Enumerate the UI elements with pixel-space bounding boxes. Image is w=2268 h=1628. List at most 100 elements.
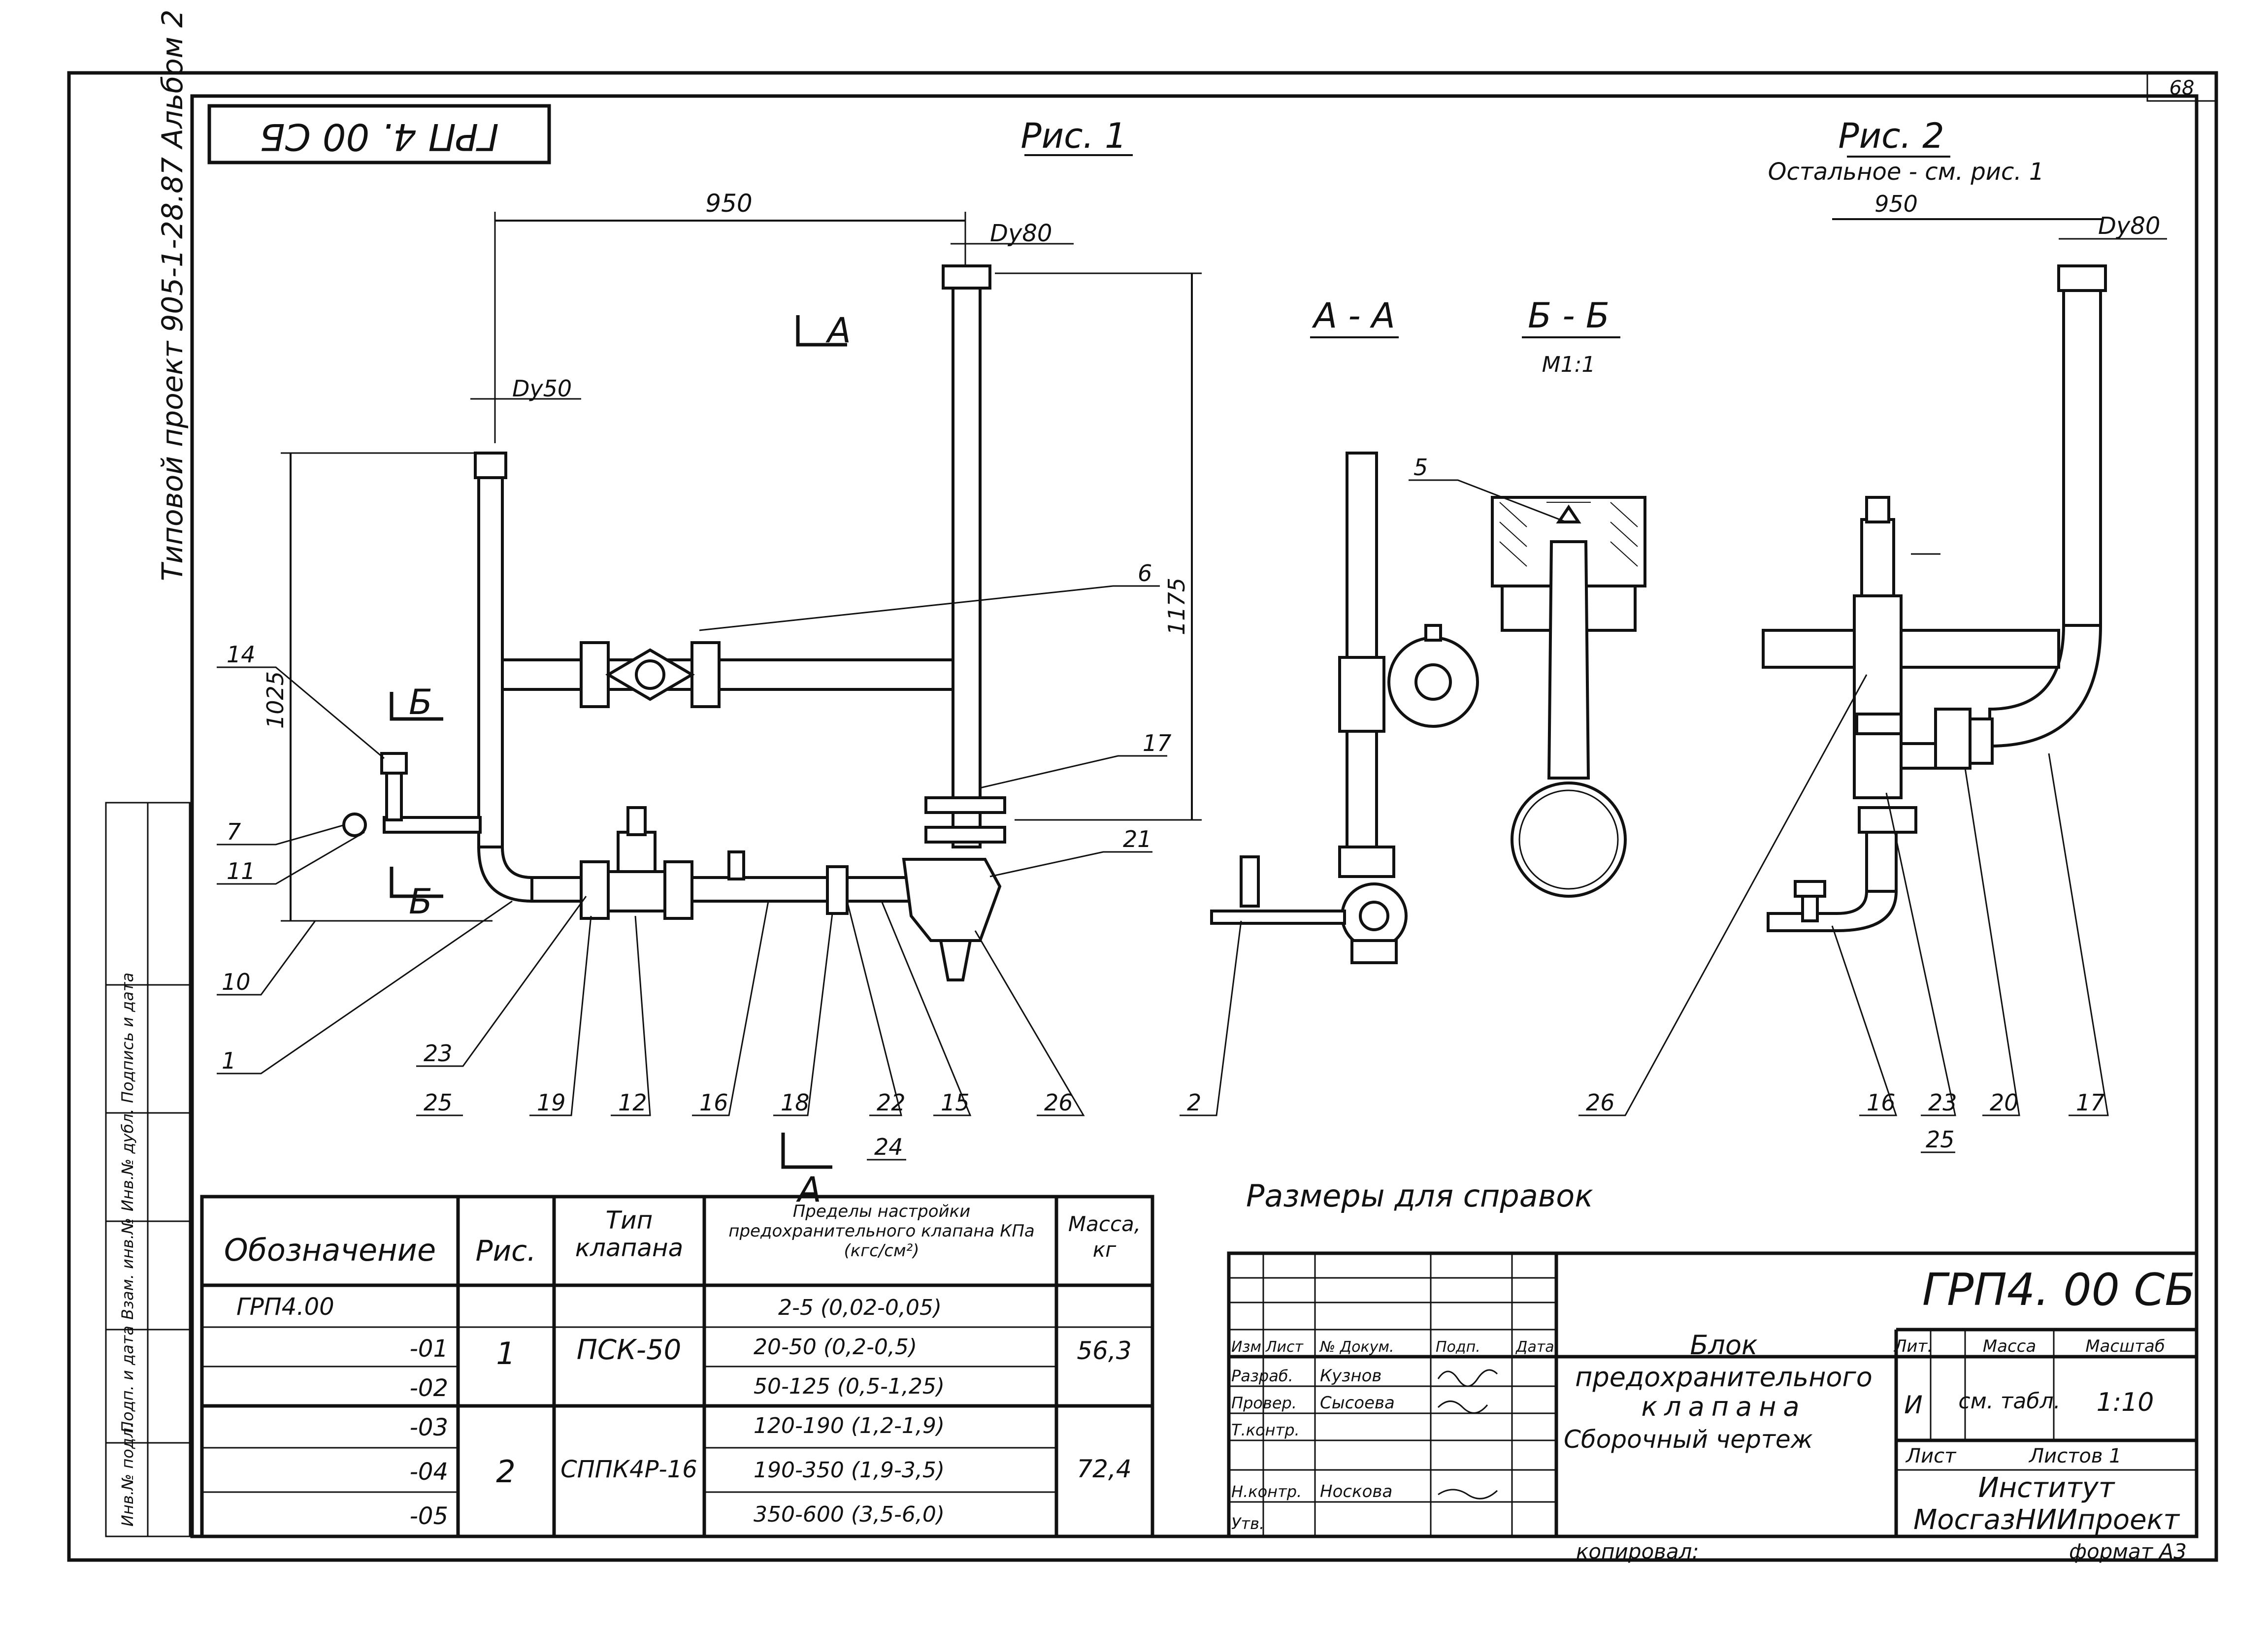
- spec-row-4-range: 190-350 (1,9-3,5): [754, 1458, 945, 1483]
- spec-row-3-range: 120-190 (1,2-1,9): [754, 1413, 945, 1438]
- spec-header-designation: Обозначение: [224, 1232, 436, 1268]
- section-aa-title: А - А: [1312, 295, 1395, 336]
- fig1-dim-950: 950: [705, 189, 752, 218]
- callout-17: 17: [1143, 730, 1172, 756]
- copied-by: копировал:: [1576, 1539, 1699, 1563]
- sheet-number-box: [2146, 73, 2217, 102]
- spec-group-0-fig: 1: [496, 1335, 515, 1371]
- stamp-code-rotated: ГРП 4. 00 СБ: [260, 115, 499, 159]
- tb-role-checked: Провер.: [1231, 1394, 1297, 1412]
- spec-row-1-designation: -01: [410, 1335, 448, 1363]
- signature-checked: [1437, 1400, 1488, 1414]
- tb-scale-value: 1:10: [2097, 1388, 2154, 1417]
- format-label: формат А3: [2069, 1539, 2187, 1563]
- fig2-callout-20: 20: [1990, 1089, 2019, 1116]
- tb-sheet-label: Лист: [1905, 1445, 1957, 1467]
- tb-role-ncontrol: Н.контр.: [1231, 1482, 1302, 1501]
- spec-row-0-range: 2-5 (0,02-0,05): [778, 1295, 942, 1320]
- fig1-dim-1175: 1175: [1163, 578, 1190, 635]
- tb-name-checked: Сысоева: [1320, 1393, 1395, 1413]
- spec-header-valve-type: Тип клапана: [575, 1206, 684, 1262]
- tb-mass-label: Масса: [1983, 1336, 2036, 1356]
- callout-25: 25: [424, 1089, 453, 1116]
- spec-header-fig: Рис.: [476, 1234, 536, 1268]
- spec-group-1-valve: СППК4Р-16: [560, 1456, 697, 1483]
- section-aa-drawing: 2: [1180, 452, 1479, 1116]
- fig2-callout-25: 25: [1926, 1126, 1955, 1153]
- spec-group-0-mass: 56,3: [1077, 1336, 1131, 1365]
- side-inv-dup: Взам. инв.№: [118, 1218, 137, 1320]
- tb-col-list: Лист: [1265, 1338, 1304, 1356]
- section-bb-drawing: 5: [1409, 454, 1646, 898]
- side-sign-date: Подп. и дата: [118, 1326, 137, 1433]
- title-name-2: предохранительного: [1575, 1362, 1873, 1393]
- project-note: Типовой проект 905-1-28.87 Альбом 2: [156, 9, 189, 581]
- fig2-callout-26: 26: [1586, 1089, 1615, 1116]
- tb-role-developed: Разраб.: [1231, 1367, 1293, 1385]
- callout-23: 23: [424, 1040, 453, 1067]
- section-bb-scale: М1:1: [1542, 352, 1596, 377]
- callout-2: 2: [1187, 1089, 1201, 1116]
- tb-col-date: Дата: [1515, 1338, 1554, 1356]
- callout-1: 1: [222, 1047, 236, 1074]
- callout-12: 12: [618, 1089, 647, 1116]
- spec-row-5-designation: -05: [410, 1502, 448, 1530]
- reference-note: Размеры для справок: [1246, 1178, 1593, 1214]
- fig1-title: Рис. 1: [1020, 116, 1126, 156]
- spec-row-2-range: 50-125 (0,5-1,25): [754, 1374, 945, 1399]
- fig1-dim-1025: 1025: [262, 671, 289, 729]
- spec-header-mass: Масса, кг: [1068, 1212, 1141, 1262]
- title-name-3: клапана: [1641, 1391, 1806, 1422]
- fig2-callouts: 26 16 23 25 20 17: [1578, 674, 2109, 1153]
- fig1-piping: [342, 264, 1006, 981]
- tb-scale-label: Масштаб: [2085, 1336, 2165, 1356]
- fig1-cut-b-bottom: Б: [409, 881, 432, 922]
- side-stamp: Инв.№ подл. Подп. и дата Взам. инв.№ Инв…: [105, 802, 191, 1537]
- callout-11: 11: [227, 858, 256, 884]
- tb-lit-label: Лит.: [1893, 1336, 1933, 1356]
- callout-18: 18: [781, 1089, 810, 1116]
- fig2-note: Остальное - см. рис. 1: [1768, 158, 2044, 186]
- tb-institute: Институт: [1978, 1472, 2115, 1504]
- title-name-1: Блок: [1690, 1330, 1758, 1361]
- callout-19: 19: [537, 1089, 566, 1116]
- title-name-4: Сборочный чертеж: [1564, 1425, 1813, 1454]
- spec-group-1-fig: 2: [496, 1454, 515, 1490]
- fig1-cut-a-bottom: А: [796, 1170, 822, 1210]
- callout-24: 24: [874, 1134, 903, 1160]
- section-bb-title: Б - Б: [1528, 295, 1610, 336]
- fig2-dim-950: 950: [1874, 191, 1918, 217]
- tb-col-sign: Подп.: [1436, 1338, 1480, 1356]
- callout-26: 26: [1044, 1089, 1073, 1116]
- spec-row-2-designation: -02: [410, 1374, 448, 1402]
- spec-row-4-designation: -04: [410, 1458, 448, 1486]
- side-inv-orig: Инв.№ подл.: [118, 1423, 137, 1527]
- callout-5: 5: [1413, 454, 1428, 481]
- side-sign-date2: Подпись и дата: [118, 973, 137, 1103]
- fig1-dn80: Dу80: [990, 220, 1052, 247]
- signature-developed: [1437, 1369, 1498, 1387]
- side-inv-dubl: Инв.№ дубл.: [118, 1108, 137, 1211]
- title-code: ГРП4. 00 СБ: [1922, 1264, 2195, 1316]
- tb-role-approved: Утв.: [1231, 1514, 1264, 1533]
- fig1-callouts: 14 7 11 10 1 23 25 19 12 16 18 22 24 15 …: [217, 560, 1172, 1161]
- callout-21: 21: [1123, 826, 1152, 852]
- spec-group-0-valve: ПСК-50: [577, 1334, 681, 1366]
- spec-header-range: Пределы настройки предохранительного кла…: [728, 1202, 1035, 1261]
- fig1-cut-b-top: Б: [409, 682, 432, 722]
- tb-sheets-label: Листов 1: [2028, 1445, 2122, 1467]
- tb-role-tcontrol: Т.контр.: [1231, 1421, 1300, 1439]
- fig2-dn80: Dу80: [2098, 212, 2160, 240]
- tb-col-doc: № Докум.: [1319, 1338, 1394, 1356]
- fig2-piping: [1762, 264, 2107, 932]
- tb-name-developed: Кузнов: [1320, 1366, 1381, 1386]
- spec-row-1-range: 20-50 (0,2-0,5): [754, 1335, 917, 1360]
- fig1-dn50: Dу50: [512, 375, 572, 402]
- outer-frame: [67, 71, 2218, 1562]
- spec-row-3-designation: -03: [410, 1414, 448, 1441]
- spec-group-1-mass: 72,4: [1077, 1455, 1131, 1483]
- callout-7: 7: [227, 818, 241, 845]
- stamp-code-box: [207, 104, 551, 164]
- spec-table: Обозначение Рис. Тип клапана Пределы нас…: [200, 1195, 1154, 1538]
